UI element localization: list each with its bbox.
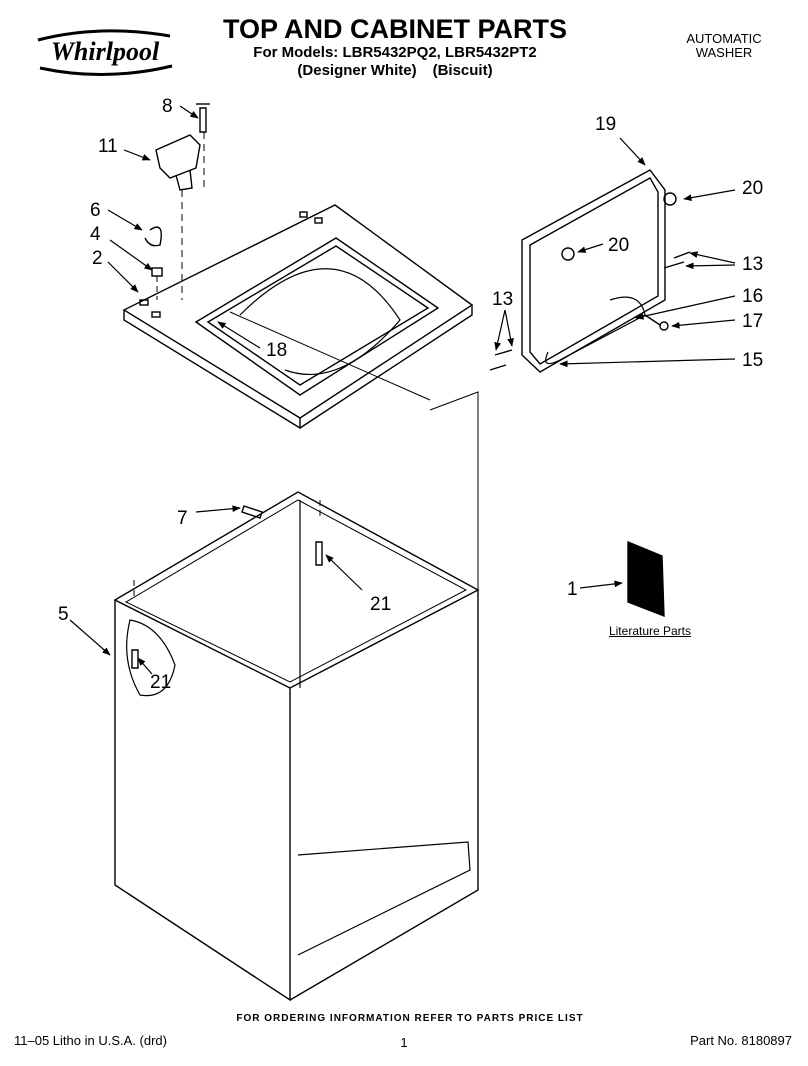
screw-21-cabinet xyxy=(315,541,323,566)
page-title: TOP AND CABINET PARTS xyxy=(222,14,568,44)
page-number: 1 xyxy=(400,1035,408,1050)
callout-20-upper: 20 xyxy=(742,178,763,199)
washer-top-panel xyxy=(122,204,474,430)
whirlpool-logo: Whirlpool xyxy=(37,29,173,76)
models-line: For Models: LBR5432PQ2, LBR5432PT2 xyxy=(253,44,537,61)
callout-4: 4 xyxy=(90,224,101,245)
part-number: Part No. 8180897 xyxy=(690,1033,792,1048)
top-slot-4 xyxy=(314,217,323,224)
screws-13 xyxy=(489,251,691,371)
color-designer-white: (Designer White) xyxy=(297,62,417,79)
screw-7 xyxy=(241,505,263,519)
screw-20-upper xyxy=(663,192,677,206)
top-slot-1 xyxy=(139,299,149,306)
callout-2: 2 xyxy=(92,248,103,269)
ordering-note: FOR ORDERING INFORMATION REFER TO PARTS … xyxy=(236,1013,584,1024)
appliance-type: AUTOMATIC WASHER xyxy=(660,32,788,60)
lid-switch-assembly xyxy=(144,103,210,300)
callout-21-corner: 21 xyxy=(150,672,171,693)
top-rear-panel xyxy=(521,169,677,373)
callout-5: 5 xyxy=(58,604,69,625)
top-slot-3 xyxy=(299,211,308,218)
callout-20-lower: 20 xyxy=(608,235,629,256)
top-slot-2 xyxy=(151,311,161,318)
callout-8: 8 xyxy=(162,96,173,117)
callout-19: 19 xyxy=(595,114,616,135)
appliance-type-line-2: WASHER xyxy=(695,45,753,60)
literature-booklet xyxy=(627,540,665,618)
washer-cabinet xyxy=(113,491,480,1002)
litho-info: 11–05 Litho in U.S.A. (drd) xyxy=(14,1033,167,1048)
logo-swoosh-top xyxy=(37,29,171,42)
literature-parts-label: Literature Parts xyxy=(608,624,692,638)
color-line: (Designer White) (Biscuit) xyxy=(210,62,580,80)
screw-21-corner xyxy=(131,649,139,669)
callout-21-cabinet: 21 xyxy=(370,594,391,615)
color-biscuit: (Biscuit) xyxy=(432,62,493,79)
callout-13-left: 13 xyxy=(492,289,513,310)
callout-13-right: 13 xyxy=(742,254,763,275)
callout-18: 18 xyxy=(266,340,287,361)
callout-6: 6 xyxy=(90,200,101,221)
appliance-type-line-1: AUTOMATIC xyxy=(686,31,762,46)
callout-17: 17 xyxy=(742,311,763,332)
logo-wordmark: Whirlpool xyxy=(51,37,160,66)
callout-15: 15 xyxy=(742,350,763,371)
callout-16: 16 xyxy=(742,286,763,307)
callout-11: 11 xyxy=(98,136,118,157)
logo-swoosh-bottom xyxy=(39,64,173,76)
screw-20-lower xyxy=(561,247,575,261)
fitting-17 xyxy=(659,321,669,331)
leader-arrows xyxy=(69,105,736,675)
callout-1: 1 xyxy=(567,579,578,600)
callout-7: 7 xyxy=(177,508,188,529)
